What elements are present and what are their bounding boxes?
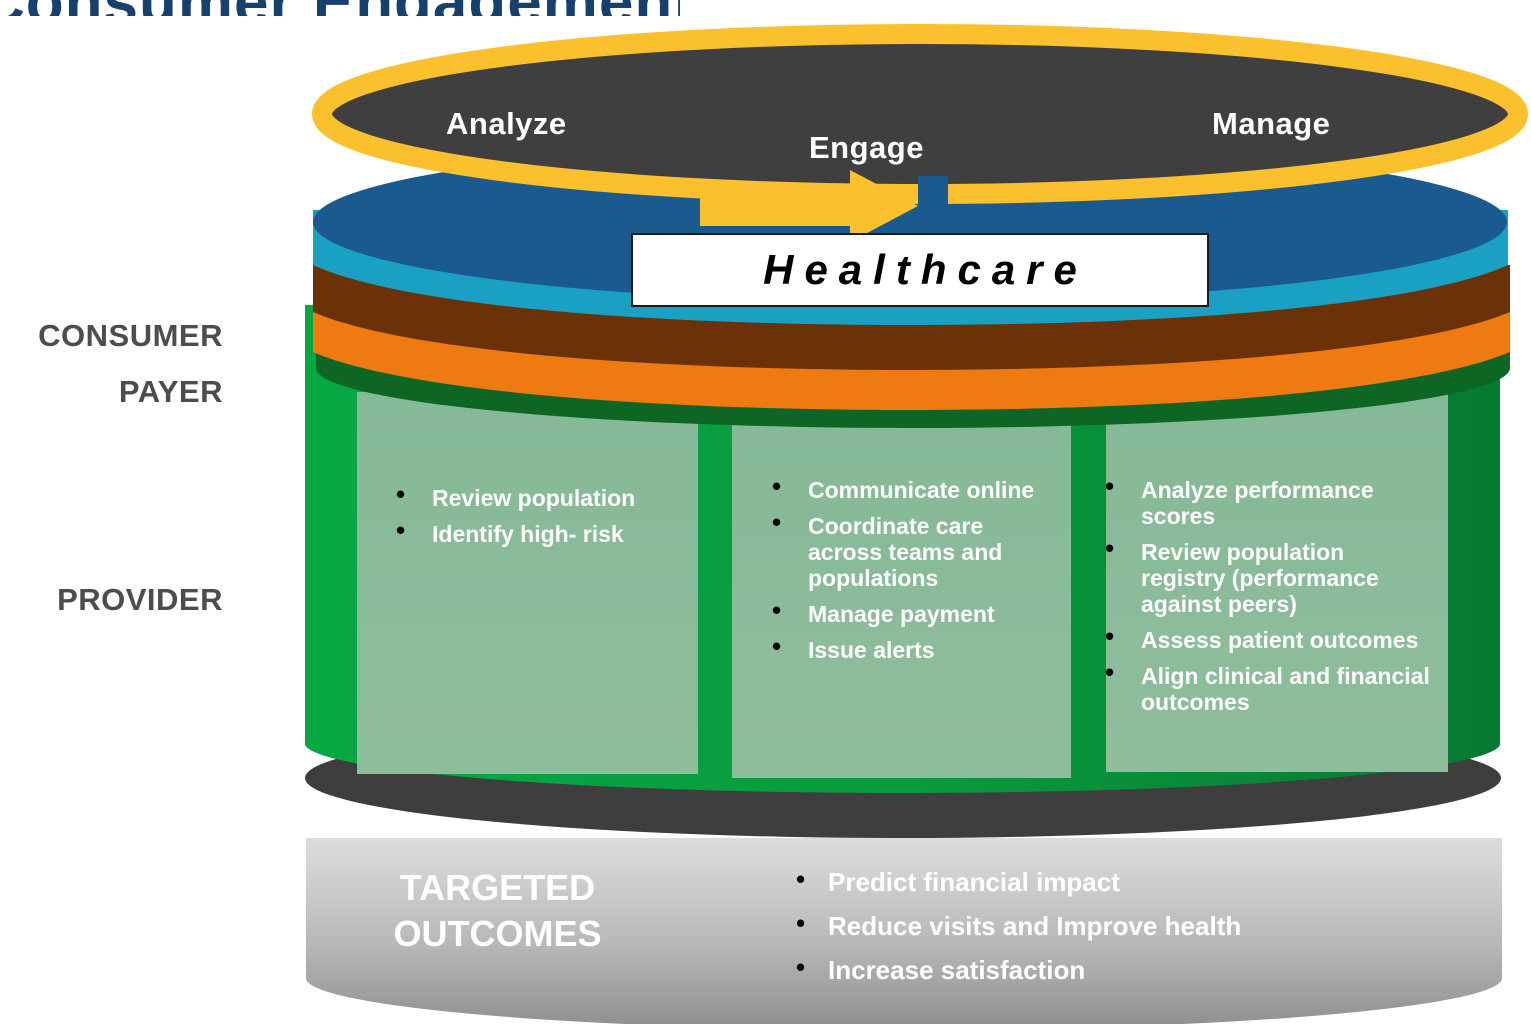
healthcare-label: Healthcare [763, 246, 1088, 293]
page-title: Consumer Engagement [0, 0, 680, 16]
bullet-icon: • [1105, 471, 1115, 501]
cycle-label-engage: Engage [809, 130, 924, 165]
list-item: •Assess patient outcomes [1105, 621, 1419, 653]
outcomes-list: •Predict financial impact •Reduce visits… [796, 864, 1242, 1000]
bullet-icon: • [772, 507, 782, 537]
list-item: •Review population [396, 479, 636, 511]
panel-analyze-bg [357, 392, 698, 774]
bullet-icon: • [1105, 621, 1115, 651]
list-item: •Manage payment [772, 595, 995, 627]
manage-panel-list: •Analyze performance scores •Review popu… [1105, 471, 1430, 725]
list-item: •Predict financial impact [796, 864, 1120, 897]
list-item: •Align clinical and financial outcomes [1105, 657, 1430, 715]
bullet-icon: • [772, 631, 782, 661]
list-item: •Coordinate care across teams and popula… [772, 507, 1003, 591]
list-item: •Identify high- risk [396, 515, 624, 547]
healthcare-box: Healthcare [631, 233, 1209, 307]
bullet-icon: • [796, 864, 806, 894]
list-item: •Analyze performance scores [1105, 471, 1374, 529]
analyze-panel-list: •Review population •Identify high- risk [396, 479, 686, 557]
engage-panel-list: •Communicate online •Coordinate care acr… [772, 471, 1042, 673]
bullet-icon: • [396, 479, 406, 509]
list-item: •Increase satisfaction [796, 952, 1086, 985]
panel-manage-bg [1106, 392, 1448, 772]
tier-label-provider: PROVIDER [57, 582, 223, 617]
ring-gap [918, 176, 948, 224]
list-item: •Communicate online [772, 471, 1035, 503]
cycle-label-analyze: Analyze [446, 106, 567, 141]
tier-label-payer: PAYER [118, 374, 223, 409]
panel-engage-bg [732, 410, 1071, 778]
list-item: •Reduce visits and Improve health [796, 908, 1242, 941]
outcomes-title: TARGETED OUTCOMES [393, 867, 602, 954]
list-item: •Issue alerts [772, 631, 935, 663]
outcomes-band [306, 838, 1502, 1024]
bullet-icon: • [1105, 533, 1115, 563]
tier-label-consumer: CONSUMER [38, 318, 223, 353]
engage-arrow-icon [700, 170, 918, 242]
bullet-icon: • [1105, 657, 1115, 687]
list-item: •Review population registry (performance… [1105, 533, 1379, 617]
bullet-icon: • [796, 952, 806, 982]
cycle-label-manage: Manage [1212, 106, 1331, 141]
bullet-icon: • [796, 908, 806, 938]
bullet-icon: • [396, 515, 406, 545]
bullet-icon: • [772, 595, 782, 625]
bullet-icon: • [772, 471, 782, 501]
